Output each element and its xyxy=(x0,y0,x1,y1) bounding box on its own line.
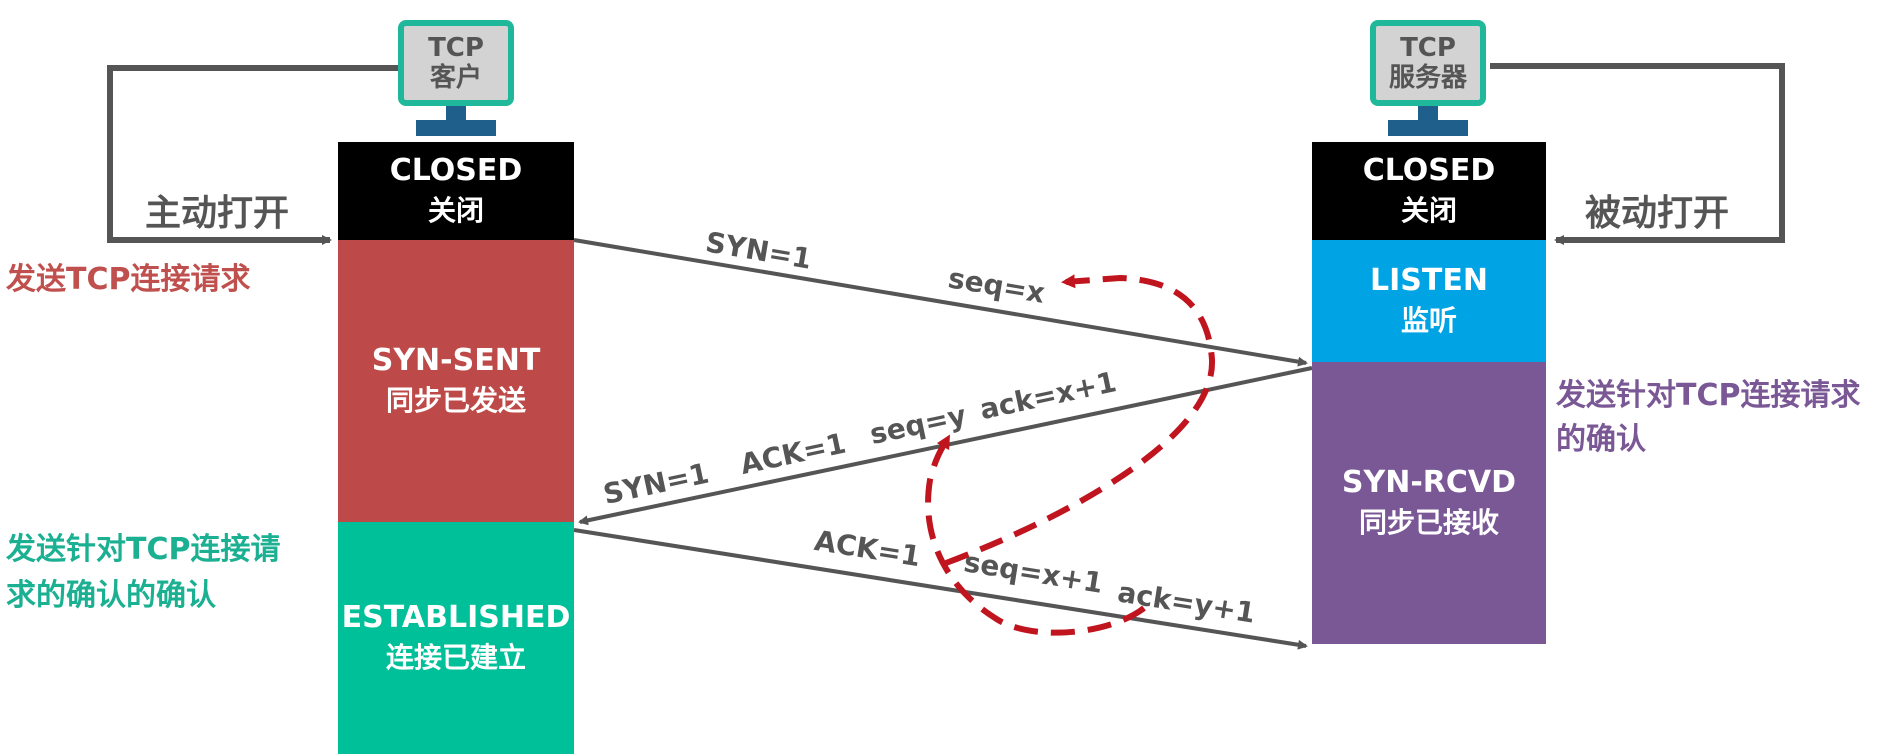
client-active-open-label: 主动打开 xyxy=(145,193,290,234)
msg3-seq-label: seq=x+1 xyxy=(962,545,1106,600)
msg1-syn-label: SYN=1 xyxy=(703,226,814,276)
server-state-closed: CLOSED 关闭 xyxy=(1312,142,1546,240)
server-title-line1: TCP xyxy=(1400,33,1456,63)
server-state-syn-rcvd: SYN-RCVD 同步已接收 xyxy=(1312,362,1546,644)
server-computer-icon: TCP 服务器 xyxy=(1370,20,1486,138)
message-1-arrow xyxy=(573,238,1308,367)
server-passive-open-label: 被动打开 xyxy=(1585,193,1730,234)
handshake-cycle-lower xyxy=(925,434,1146,636)
msg2-syn-label: SYN=1 xyxy=(600,456,711,510)
client-open-connector xyxy=(107,65,398,245)
client-send-ack-ack-note-line2: 求的确认的确认 xyxy=(6,578,216,613)
msg3-ack-flag-label: ACK=1 xyxy=(812,524,923,573)
client-state-syn-sent: SYN-SENT 同步已发送 xyxy=(338,240,574,522)
client-computer-icon: TCP 客户 xyxy=(398,20,514,138)
message-2-arrow xyxy=(578,366,1313,526)
server-open-connector xyxy=(1490,63,1785,245)
server-state-listen: LISTEN 监听 xyxy=(1312,240,1546,362)
client-title-line2: 客户 xyxy=(429,63,482,93)
server-monitor-screen: TCP 服务器 xyxy=(1370,20,1486,106)
server-send-ack-note-line1: 发送针对TCP连接请求 xyxy=(1556,378,1861,413)
client-title-line1: TCP xyxy=(428,33,484,63)
server-title-line2: 服务器 xyxy=(1388,63,1467,93)
client-monitor-screen: TCP 客户 xyxy=(398,20,514,106)
message-3-arrow xyxy=(573,528,1308,650)
msg1-seq-label: seq=x xyxy=(946,261,1047,310)
msg3-ack-label: ack=y+1 xyxy=(1115,575,1257,629)
client-send-request-note: 发送TCP连接请求 xyxy=(6,262,251,297)
client-state-established: ESTABLISHED 连接已建立 xyxy=(338,522,574,754)
client-state-closed: CLOSED 关闭 xyxy=(338,142,574,240)
client-send-ack-ack-note-line1: 发送针对TCP连接请 xyxy=(6,532,281,567)
server-send-ack-note-line2: 的确认 xyxy=(1556,422,1646,457)
msg2-ack-label: ack=x+1 xyxy=(977,365,1119,426)
msg2-ack-flag-label: ACK=1 xyxy=(737,426,848,480)
